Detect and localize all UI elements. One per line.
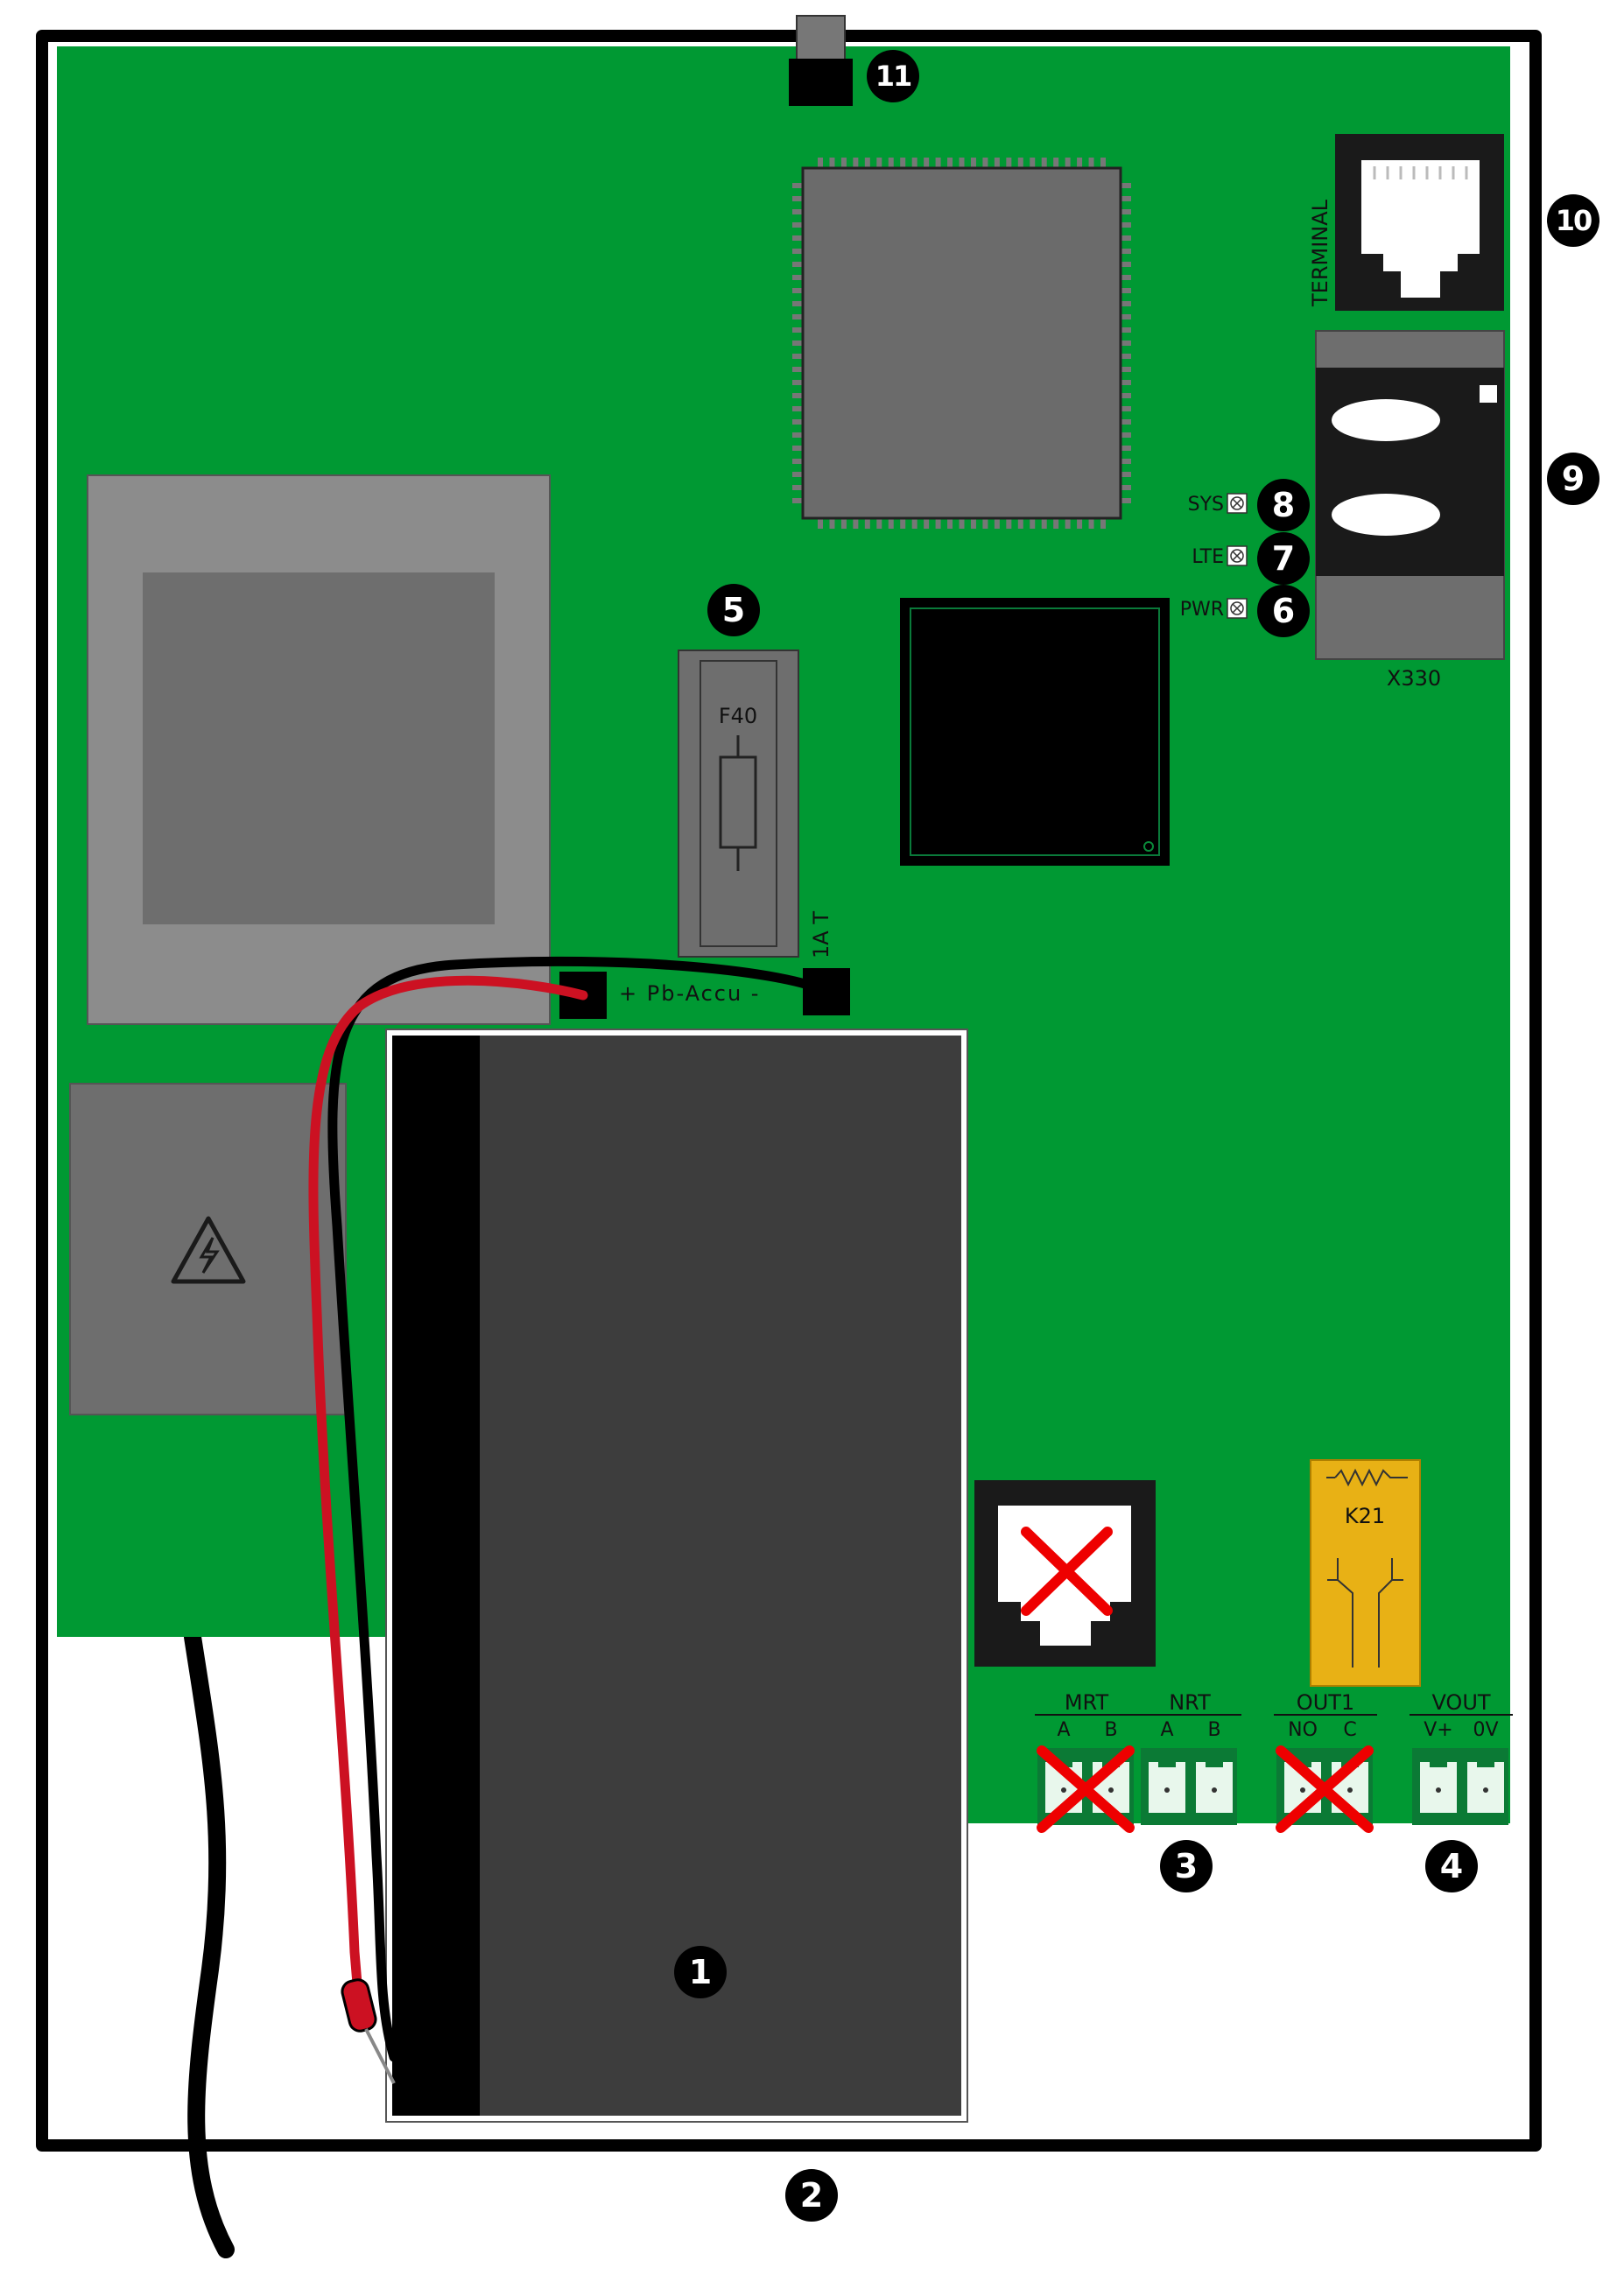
callout-circle [707,584,760,636]
callout-number: 2 [800,2176,823,2215]
not-used-cross-icon [1037,1745,1135,1833]
connector-name-label: OUT1 [1297,1690,1354,1715]
callout-number: 7 [1272,539,1295,578]
callout-number: 4 [1440,1847,1463,1885]
callout-circle [1425,1840,1478,1892]
connector-nrt: NRT A B [1138,1690,1241,1825]
callout-circle [1160,1840,1213,1892]
top-connector [789,59,853,106]
supply-cable [184,1628,235,2258]
callout-2: 2 [785,2169,838,2222]
processor-chip [900,598,1170,866]
connector-name-label: MRT [1065,1690,1109,1715]
connector-vout: VOUT V+ 0V [1410,1690,1513,1825]
callout-circle [674,1946,727,1998]
callout-6: 6 [1257,585,1310,637]
connector-latch [1158,1755,1176,1767]
callout-8: 8 [1257,479,1310,531]
red-wire-terminal [341,1978,377,2033]
connector-pin-label: B [1104,1719,1117,1741]
connector-pin-label: C [1343,1719,1356,1741]
sim-holder-label: X330 [1387,666,1441,691]
top-connector-stub [796,15,846,62]
connector-screw [1300,1787,1305,1793]
terminal-socket [1335,134,1504,311]
callout-5: 5 [707,584,760,636]
callout-7: 7 [1257,532,1310,585]
terminal-label: TERMINAL [1308,199,1332,307]
enclosure-frame [36,30,1542,2152]
callout-circle [785,2169,838,2222]
connector-screw [1347,1787,1353,1793]
wire-black [327,956,832,2062]
callout-number: 11 [875,60,911,93]
callout-3: 3 [1160,1840,1213,1892]
callout-number: 1 [689,1953,712,1991]
connector-name-label: NRT [1169,1690,1211,1715]
fuse-holder: F40 [678,649,799,958]
callout-circle [1547,194,1599,247]
led-pwr [1227,598,1248,619]
callout-number: 9 [1562,460,1585,498]
fuse-rating-label: 1A T [809,911,833,958]
connector-screw [1483,1787,1488,1793]
callout-number: 8 [1272,486,1295,524]
connector-pin-label: A [1057,1719,1070,1741]
connector-pin-label: 0V [1473,1719,1498,1741]
battery-connector-label: + Pb-Accu - [619,981,760,1006]
callout-circle [1257,532,1310,585]
callout-number: 5 [722,591,745,629]
callout-circle [1547,453,1599,505]
callout-number: 6 [1272,592,1295,630]
relay-label: K21 [1345,1504,1385,1528]
led-sys-label: SYS [1188,494,1224,516]
mains-terminal-block [69,1083,347,1415]
connector-name-label: VOUT [1431,1690,1490,1715]
connector-latch [1430,1755,1447,1767]
connector-screw [1061,1787,1066,1793]
callout-4: 4 [1425,1840,1478,1892]
connector-latch [1206,1755,1223,1767]
not-used-cross-icon [1021,1527,1113,1616]
callout-number: 10 [1556,204,1592,237]
led-lte [1227,545,1248,566]
callout-circle [867,50,919,102]
callout-markers: 1 2 3 4 5 6 7 8 9 10 11 [674,50,1599,2222]
connector-screw [1436,1787,1441,1793]
relay [1310,1459,1421,1687]
transformer [87,474,551,1025]
gray-lead [364,2028,396,2084]
callout-1: 1 [674,1946,727,1998]
connector-screw [1108,1787,1114,1793]
led-lte-label: LTE [1192,546,1224,568]
callout-11: 11 [867,50,919,102]
callout-circle [1257,585,1310,637]
fuse-name-label: F40 [719,704,757,728]
callout-number: 3 [1175,1847,1198,1885]
not-used-cross-icon [1276,1745,1374,1833]
connector-screw [1164,1787,1170,1793]
sim-card-holder [1315,330,1505,660]
callout-circle [1257,479,1310,531]
connector-pin-label: NO [1288,1719,1318,1741]
lead-acid-battery [385,1029,968,2123]
connector-pin-label: B [1207,1719,1220,1741]
led-sys [1227,493,1248,514]
wire-red [308,975,588,2010]
callout-9: 9 [1547,453,1599,505]
connector-screw [1212,1787,1217,1793]
connector-mrt: MRT A B [1035,1690,1138,1833]
callout-10: 10 [1547,194,1599,247]
connector-pin-label: V+ [1424,1719,1452,1741]
led-pwr-label: PWR [1180,599,1224,621]
connector-terminal [1418,1760,1459,1815]
connector-pin-label: A [1160,1719,1173,1741]
connector-latch [1477,1755,1494,1767]
high-voltage-warning-icon [171,1216,246,1284]
microcontroller-chip [792,158,1131,529]
